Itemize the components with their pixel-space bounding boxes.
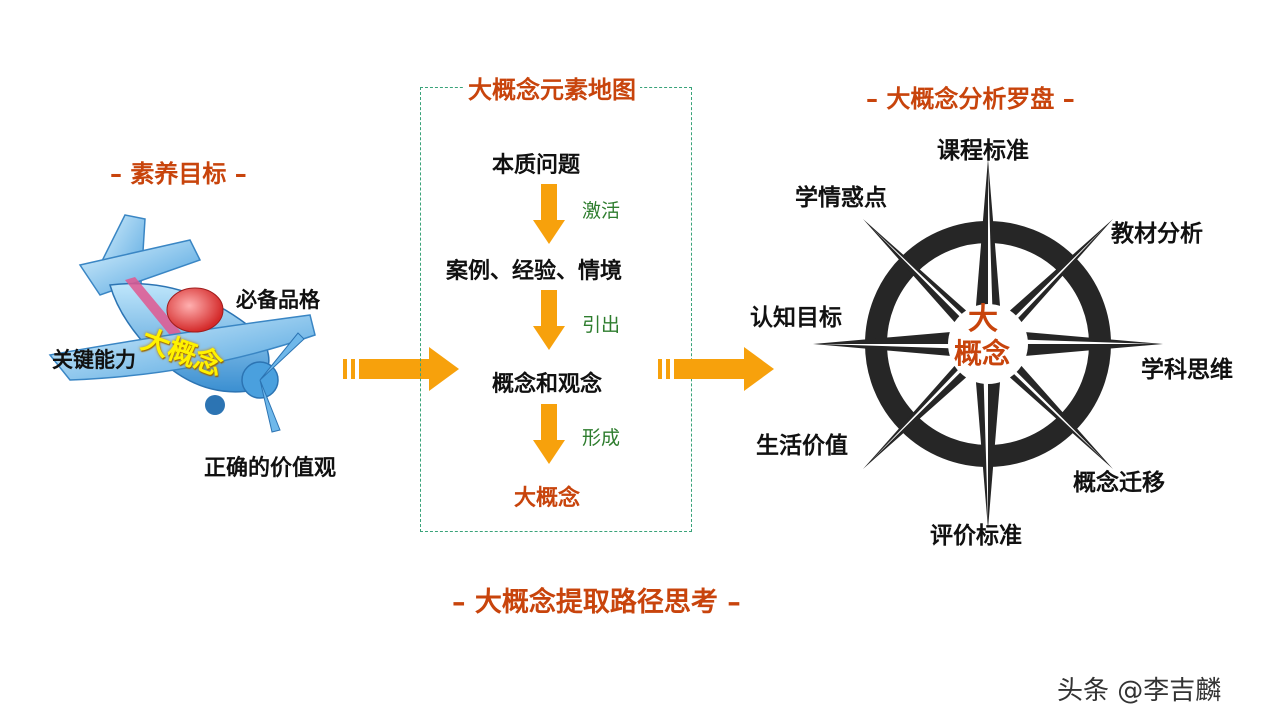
- verb-form: 形成: [582, 427, 621, 449]
- step-big-concept: 大概念: [514, 486, 581, 511]
- left-panel-title: – 素养目标 –: [110, 160, 247, 188]
- compass-point-e: 学科思维: [1141, 357, 1233, 383]
- compass-point-s: 评价标准: [930, 523, 1022, 549]
- down-arrow-3: [533, 404, 565, 464]
- compass-point-se: 概念迁移: [1073, 470, 1165, 496]
- arrow-right-1: [343, 347, 459, 391]
- compass-center-line1: 大: [968, 302, 998, 337]
- footer-title: – 大概念提取路径思考 –: [452, 587, 741, 618]
- compass-point-w: 认知目标: [750, 305, 842, 331]
- compass-center: [948, 304, 1028, 384]
- airplane-illustration: [48, 214, 316, 433]
- label-character: 必备品格: [236, 288, 320, 312]
- compass-rose: [813, 159, 1163, 529]
- cockpit: [166, 287, 224, 333]
- propeller-blade-bottom: [259, 379, 281, 433]
- compass-center-line2: 概念: [954, 337, 1011, 370]
- propeller-blade-top: [259, 332, 305, 381]
- middle-panel-title: 大概念元素地图: [464, 70, 640, 105]
- compass-point-nw: 学情惑点: [795, 185, 887, 211]
- top-wing: [78, 239, 202, 296]
- verb-activate: 激活: [582, 200, 621, 222]
- compass-cardinal-highlights: [820, 166, 1156, 522]
- watermark: 头条 @李吉麟: [1057, 676, 1222, 706]
- down-arrow-2: [533, 290, 565, 350]
- main-wing: [48, 314, 316, 381]
- step-concepts: 概念和观念: [492, 372, 603, 397]
- compass-point-n: 课程标准: [937, 138, 1029, 164]
- verb-lead: 引出: [582, 314, 621, 336]
- compass-point-ne: 教材分析: [1111, 221, 1203, 247]
- step-cases: 案例、经验、情境: [446, 259, 623, 284]
- compass-point-sw: 生活价值: [756, 433, 848, 459]
- compass-diagonal-highlights: [872, 228, 1104, 460]
- right-panel-title: – 大概念分析罗盘 –: [866, 85, 1075, 113]
- down-arrow-1: [533, 184, 565, 244]
- label-ability: 关键能力: [52, 348, 136, 372]
- arrow-right-2: [658, 347, 774, 391]
- label-values: 正确的价值观: [204, 456, 337, 481]
- landing-wheel: [205, 395, 225, 415]
- step-essential-question: 本质问题: [492, 153, 581, 178]
